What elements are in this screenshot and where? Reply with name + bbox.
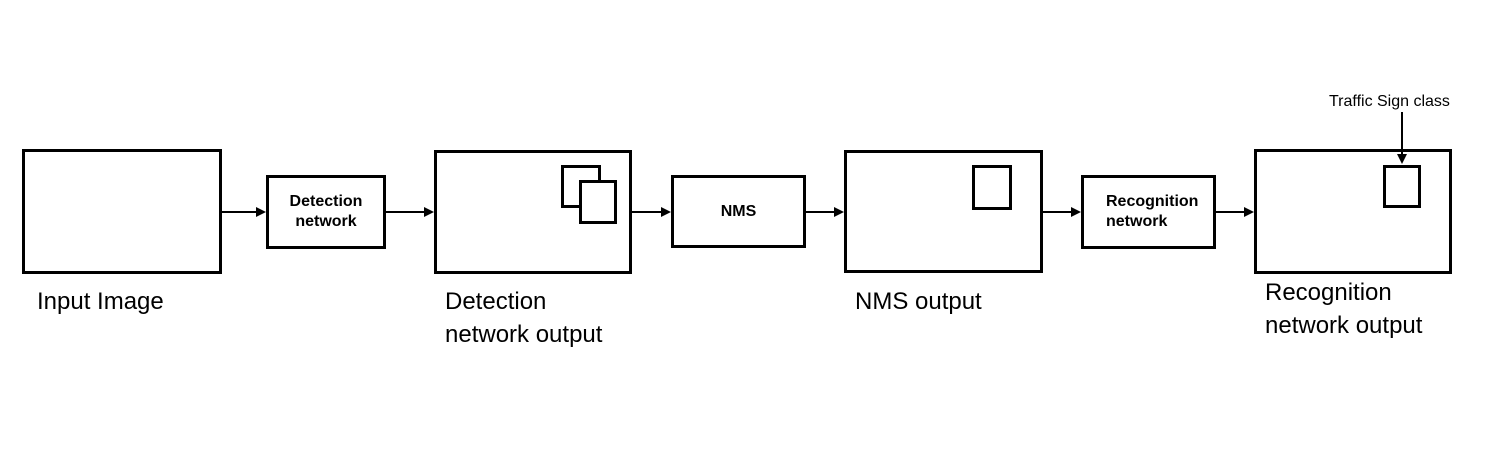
recognition-output-caption-line1: Recognition	[1265, 279, 1392, 306]
traffic-sign-arrowhead	[1397, 154, 1407, 164]
arrowhead-input-to-detection	[256, 207, 266, 217]
recognition-output-caption: Recognition network output	[1265, 276, 1422, 342]
detection-output-caption-line2: network output	[445, 321, 603, 348]
detection-network-label-line2: network	[295, 213, 357, 230]
arrow-line-detection-to-output	[386, 211, 424, 213]
arrowhead-nmsoutput-to-recognition	[1071, 207, 1081, 217]
arrow-line-recognition-to-output	[1216, 211, 1245, 213]
arrowhead-recognition-to-output	[1244, 207, 1254, 217]
nms-output-caption: NMS output	[855, 288, 982, 315]
nms-bbox	[972, 165, 1012, 210]
input-image-box	[22, 149, 222, 274]
recognition-network-label-line1: Recognition	[1106, 193, 1199, 210]
traffic-sign-class-label: Traffic Sign class	[1329, 93, 1450, 110]
detection-network-box: Detection network	[266, 175, 386, 249]
traffic-sign-arrow-line	[1401, 112, 1403, 155]
detection-output-caption-line1: Detection	[445, 288, 547, 315]
arrowhead-detection-to-output	[424, 207, 434, 217]
arrowhead-nms-to-output	[834, 207, 844, 217]
detection-bbox-front	[579, 180, 617, 224]
recognition-output-box	[1254, 149, 1452, 274]
nms-box: NMS	[671, 175, 806, 248]
nms-output-box	[844, 150, 1043, 273]
arrow-line-nmsoutput-to-recognition	[1043, 211, 1072, 213]
recognition-bbox	[1383, 165, 1421, 208]
recognition-output-caption-line2: network output	[1265, 312, 1423, 339]
recognition-network-label-line2: network	[1106, 213, 1168, 230]
detection-network-label-line1: Detection	[289, 193, 363, 210]
arrow-line-nms-to-output	[806, 211, 835, 213]
recognition-network-box: Recognition network	[1081, 175, 1216, 249]
arrowhead-output-to-nms	[661, 207, 671, 217]
arrow-line-output-to-nms	[632, 211, 662, 213]
arrow-line-input-to-detection	[222, 211, 257, 213]
input-image-caption: Input Image	[37, 288, 164, 315]
nms-label: NMS	[720, 202, 757, 220]
detection-output-caption: Detection network output	[445, 285, 602, 351]
